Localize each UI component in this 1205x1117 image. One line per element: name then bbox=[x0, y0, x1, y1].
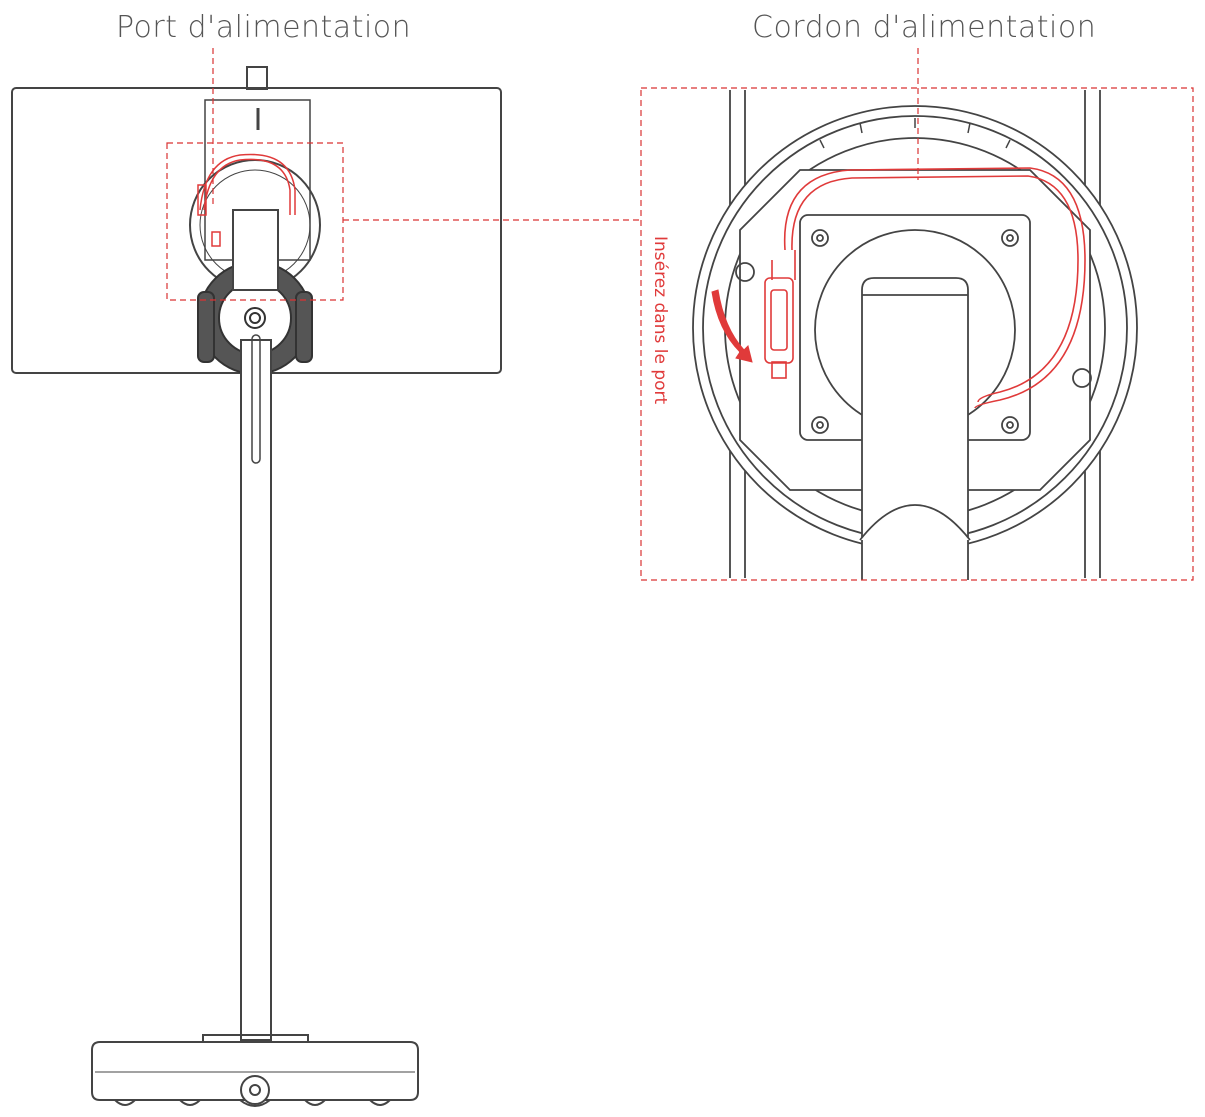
stand-illustration bbox=[11, 66, 502, 1107]
right-cable bbox=[764, 167, 1086, 409]
zoom-detail bbox=[692, 90, 1138, 580]
insert-instruction-label: Insérez dans le port bbox=[650, 236, 670, 405]
power-port-label: Port d'alimentation bbox=[116, 10, 412, 45]
left-cable bbox=[197, 153, 296, 247]
stand-pole bbox=[240, 339, 272, 1041]
left-zoom-box bbox=[166, 142, 344, 301]
power-plug bbox=[764, 277, 794, 364]
stand-base bbox=[91, 1041, 419, 1101]
right-zoom-frame bbox=[640, 87, 1194, 581]
insert-arrow-icon bbox=[711, 289, 753, 363]
power-cord-label: Cordon d'alimentation bbox=[752, 10, 1097, 45]
